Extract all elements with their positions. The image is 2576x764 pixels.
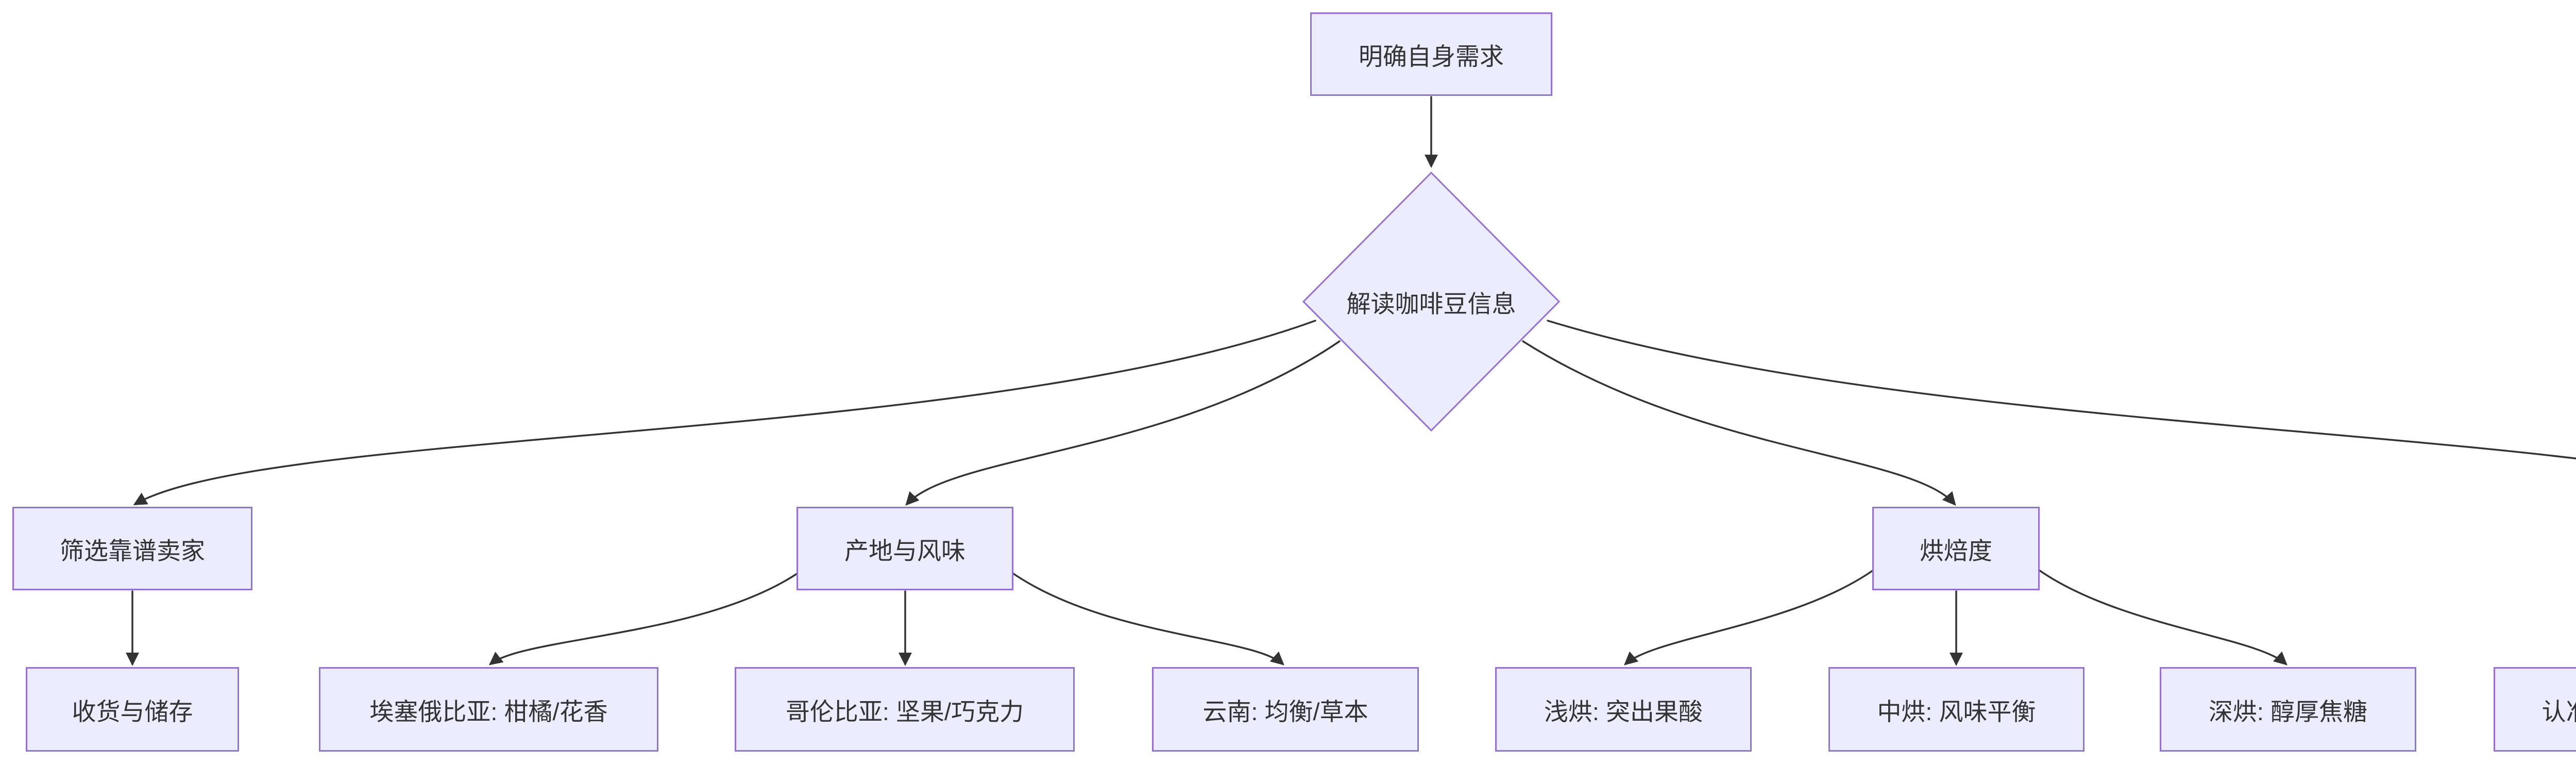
node-colombia-nut-chocolate: 哥伦比亚: 坚果/巧克力	[735, 667, 1075, 752]
node-label: 浅烘: 突出果酸	[1544, 697, 1703, 725]
node-decision-read-bean-info: 解读咖啡豆信息	[1328, 278, 1534, 325]
node-label: 收货与储存	[72, 697, 193, 725]
node-label: 明确自身需求	[1359, 42, 1504, 70]
node-label: 哥伦比亚: 坚果/巧克力	[785, 697, 1024, 725]
node-label: 认准烘焙日期	[2541, 697, 2576, 725]
node-select-reliable-seller: 筛选靠谱卖家	[12, 507, 252, 590]
node-label: 产地与风味	[844, 537, 965, 564]
node-label: 筛选靠谱卖家	[60, 537, 205, 564]
node-label: 埃塞俄比亚: 柑橘/花香	[369, 697, 608, 725]
node-label: 云南: 均衡/草本	[1202, 697, 1368, 725]
edge-roast-to-light	[1624, 569, 1874, 666]
node-receive-and-store: 收货与储存	[26, 667, 239, 752]
edge-decision-to-freshness	[1547, 320, 2576, 460]
node-label: 解读咖啡豆信息	[1346, 290, 1516, 318]
decision-diamond-shape	[1302, 171, 1561, 432]
node-origin-and-flavor: 产地与风味	[796, 507, 1013, 590]
node-label: 烘焙度	[1920, 537, 1992, 564]
node-light-roast-fruity-acid: 浅烘: 突出果酸	[1495, 667, 1752, 752]
edge-origin-to-ethiopia	[488, 570, 802, 666]
node-dark-roast-caramel: 深烘: 醇厚焦糖	[2160, 667, 2416, 752]
node-check-roast-date: 认准烘焙日期	[2494, 667, 2576, 752]
edge-decision-to-origin	[905, 340, 1341, 506]
node-yunnan-balanced-herbal: 云南: 均衡/草本	[1152, 667, 1419, 752]
node-medium-roast-balanced: 中烘: 风味平衡	[1828, 667, 2084, 752]
node-label: 中烘: 风味平衡	[1877, 697, 2036, 725]
node-ethiopia-citrus-floral: 埃塞俄比亚: 柑橘/花香	[319, 667, 658, 752]
edge-origin-to-yunnan	[1009, 570, 1284, 666]
edge-decision-to-roast	[1522, 340, 1956, 506]
node-roast-level: 烘焙度	[1872, 507, 2040, 590]
node-label: 深烘: 醇厚焦糖	[2208, 697, 2368, 725]
node-clarify-needs: 明确自身需求	[1310, 12, 1552, 96]
edge-decision-to-seller	[133, 320, 1316, 505]
edge-roast-to-dark	[2038, 569, 2287, 666]
